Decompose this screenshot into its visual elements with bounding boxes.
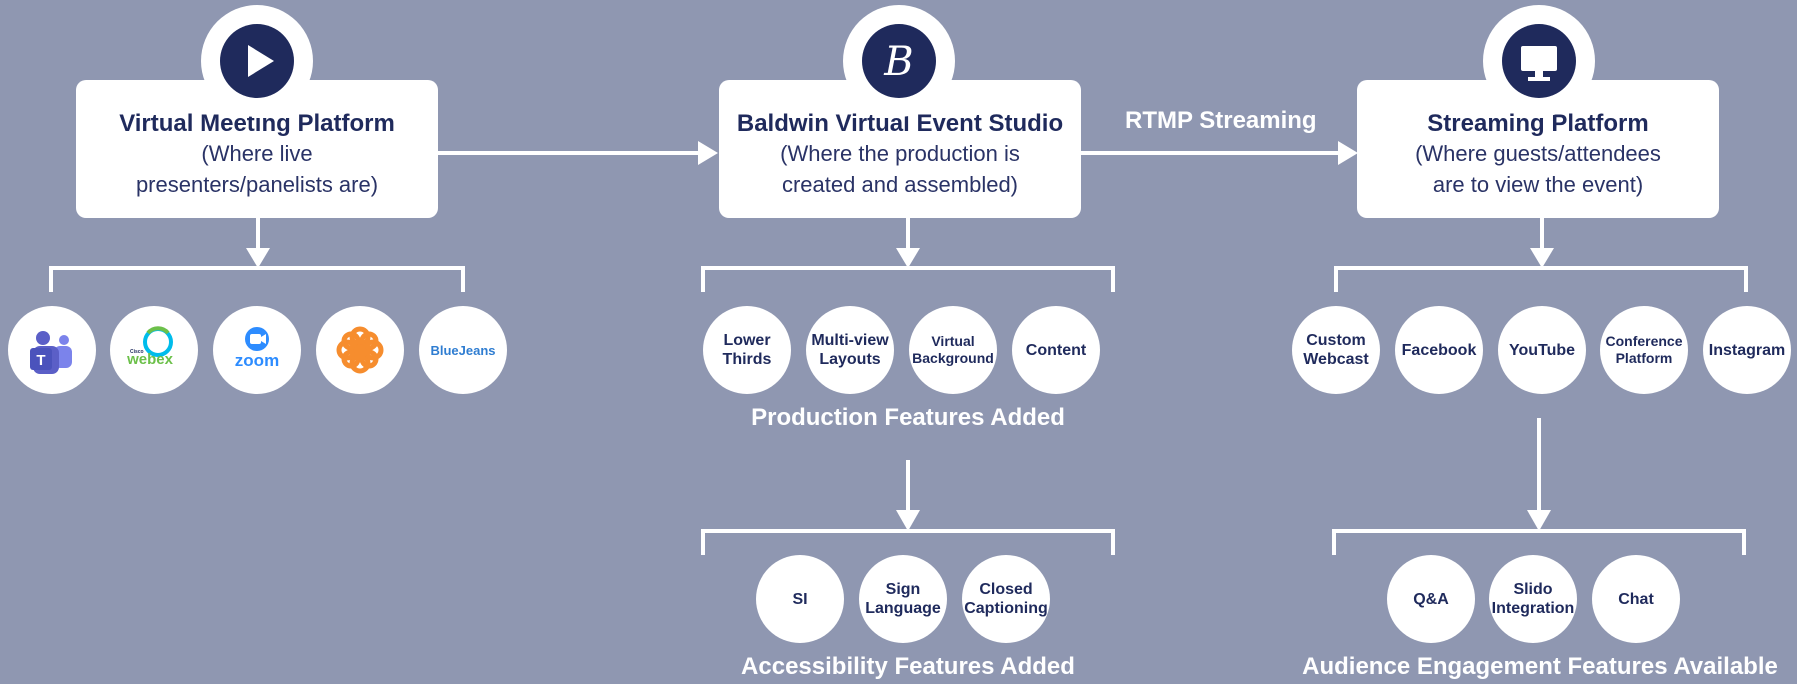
engagement-chat: Chat bbox=[1592, 555, 1680, 643]
webex-logo: webex Cisco bbox=[110, 306, 198, 394]
play-icon bbox=[201, 5, 313, 117]
arrowhead-left-down bbox=[246, 248, 270, 268]
arrowhead-right-down-2 bbox=[1527, 510, 1551, 531]
platform-conference-platform: Conference Platform bbox=[1600, 306, 1688, 394]
feature-lower-thirds: Lower Thirds bbox=[703, 306, 791, 394]
teams-logo: T bbox=[8, 306, 96, 394]
box-subtitle-line2: are to view the event) bbox=[1432, 172, 1644, 197]
box-subtitle-line2: presenters/panelists are) bbox=[135, 172, 379, 197]
feature-multi-view-layouts: Multi-view Layouts bbox=[806, 306, 894, 394]
svg-text:zoom: zoom bbox=[235, 351, 279, 370]
svg-text:BlueJeans: BlueJeans bbox=[430, 343, 495, 358]
svg-text:B: B bbox=[883, 39, 913, 85]
feature-sign-language: Sign Language bbox=[859, 555, 947, 643]
feature-closed-captioning: Closed Captioning bbox=[962, 555, 1050, 643]
bluejeans-logo: BlueJeans bbox=[419, 306, 507, 394]
audience-engagement-caption: Audience Engagement Features Available bbox=[1302, 653, 1778, 680]
arrowhead-center-down bbox=[896, 248, 920, 268]
feature-si: SI bbox=[756, 555, 844, 643]
rtmp-streaming-label: RTMP Streaming bbox=[1125, 107, 1317, 134]
engagement-slido-integration: Slido Integration bbox=[1489, 555, 1577, 643]
engagement-qa: Q&A bbox=[1387, 555, 1475, 643]
accessibility-features-caption: Accessibility Features Added bbox=[741, 653, 1075, 680]
arrowhead-right bbox=[1338, 141, 1358, 165]
baldwin-b-icon: B bbox=[843, 5, 955, 117]
feature-virtual-background: Virtual Background bbox=[909, 306, 997, 394]
gotomeeting-logo bbox=[316, 306, 404, 394]
platform-instagram: Instagram bbox=[1703, 306, 1791, 394]
arrowhead-right-down bbox=[1530, 248, 1554, 268]
platform-custom-webcast: Custom Webcast bbox=[1292, 306, 1380, 394]
production-features-caption: Production Features Added bbox=[751, 404, 1065, 431]
box-subtitle-line2: created and assembled) bbox=[781, 172, 1019, 197]
svg-text:T: T bbox=[36, 352, 45, 369]
svg-text:webex: webex bbox=[126, 351, 174, 368]
platform-facebook: Facebook bbox=[1395, 306, 1483, 394]
svg-text:Cisco: Cisco bbox=[130, 349, 144, 355]
platform-youtube: YouTube bbox=[1498, 306, 1586, 394]
box-subtitle-line1: (Where live bbox=[201, 141, 313, 166]
box-subtitle-line1: (Where the production is bbox=[780, 141, 1020, 166]
box-subtitle-line1: (Where guests/attendees bbox=[1415, 141, 1661, 166]
arrowhead-center-down-2 bbox=[896, 510, 920, 531]
feature-content: Content bbox=[1012, 306, 1100, 394]
zoom-logo: zoom bbox=[213, 306, 301, 394]
arrowhead-center bbox=[698, 141, 718, 165]
monitor-icon bbox=[1483, 5, 1595, 117]
